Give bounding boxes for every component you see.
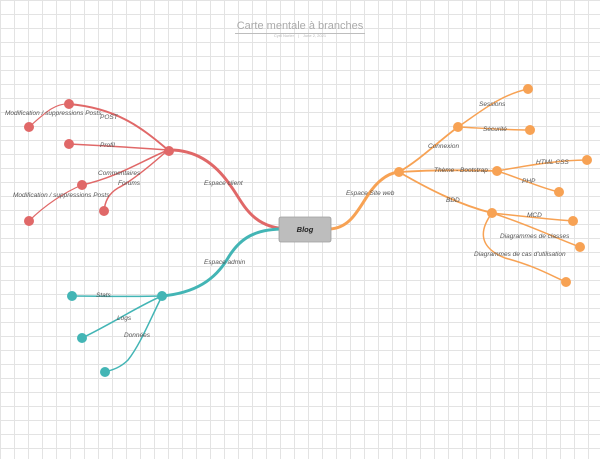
- map-title: Carte mentale à branches: [235, 20, 365, 34]
- node-bdd: [487, 208, 497, 218]
- label-connexion: Connexion: [428, 143, 459, 150]
- node-client-hub: [164, 146, 174, 156]
- node-html-css: [582, 155, 592, 165]
- edge-client-post: [68, 103, 169, 151]
- center-node[interactable]: Blog: [278, 216, 332, 243]
- node-profil: [64, 139, 74, 149]
- map-date: June 2, 2021: [302, 33, 327, 38]
- label-profil: Profil: [100, 142, 115, 149]
- label-php: PHP: [522, 178, 536, 185]
- edge-web-html: [496, 159, 588, 172]
- edge-web-bdd: [398, 171, 493, 214]
- edge-web-mcd: [491, 212, 574, 222]
- label-forums: Forums: [118, 180, 141, 187]
- label-commentaires: Commentaires: [98, 170, 141, 177]
- edge-client-commentaires: [81, 149, 169, 186]
- node-diag-cas: [561, 277, 571, 287]
- label-post-child: Modification / suppressions Posts: [5, 110, 102, 117]
- label-admin: Espace admin: [204, 259, 246, 266]
- edge-admin-donnees: [104, 295, 163, 373]
- edge-client-main: [168, 148, 292, 231]
- edge-web-theme: [398, 169, 498, 173]
- map-subtitle: Cyril Nurler|June 2, 2021: [235, 33, 365, 38]
- node-donnees: [100, 367, 110, 377]
- label-securite: Sécurité: [483, 126, 507, 133]
- branch-admin: Espace admin Stats Logs Données: [67, 227, 292, 377]
- edge-web-classes: [491, 212, 581, 248]
- node-post-child: [24, 122, 34, 132]
- center-label: Blog: [297, 225, 314, 234]
- label-diag-cas: Diagrammes de cas d'utilisation: [474, 251, 566, 258]
- node-commentaires: [77, 180, 87, 190]
- edge-web-connexion: [398, 126, 459, 173]
- label-web: Espace Site web: [346, 190, 395, 197]
- branch-client: Espace client POST Modification / suppre…: [5, 99, 292, 231]
- label-diag-classes: Diagrammes de classes: [500, 233, 570, 240]
- edge-admin-main: [160, 227, 292, 298]
- edge-client-commentaires-child: [28, 184, 83, 222]
- author-name: Cyril Nurler: [273, 33, 294, 38]
- label-post: POST: [100, 114, 119, 121]
- edge-web-php: [496, 170, 560, 193]
- node-securite: [525, 125, 535, 135]
- subtitle-separator: |: [297, 33, 299, 38]
- edge-admin-logs: [81, 295, 163, 339]
- label-bdd: BDD: [446, 197, 460, 204]
- edge-client-forums: [103, 149, 169, 212]
- label-html-css: HTML CSS: [536, 159, 569, 166]
- label-client: Espace client: [204, 180, 244, 187]
- node-admin-hub: [157, 291, 167, 301]
- edge-web-securite: [457, 126, 531, 131]
- edge-web-cas: [482, 212, 567, 283]
- label-donnees: Données: [124, 332, 151, 339]
- edge-web-main: [328, 170, 401, 231]
- node-logs: [77, 333, 87, 343]
- node-forums: [99, 206, 109, 216]
- center-node-box: [278, 216, 332, 243]
- label-stats: Stats: [96, 292, 112, 299]
- node-sessions: [523, 84, 533, 94]
- edge-web-sessions: [457, 88, 529, 128]
- label-commentaires-child: Modification / suppressions Posts: [13, 192, 110, 199]
- node-commentaires-child: [24, 216, 34, 226]
- node-connexion: [453, 122, 463, 132]
- node-stats: [67, 291, 77, 301]
- node-php: [554, 187, 564, 197]
- label-sessions: Sessions: [479, 101, 506, 108]
- label-theme: Thème - Bootstrap: [434, 167, 488, 174]
- branch-web: Espace Site web Connexion Sessions Sécur…: [328, 84, 592, 287]
- map-header: Carte mentale à branches Cyril Nurler|Ju…: [0, 0, 600, 45]
- node-web-hub: [394, 167, 404, 177]
- label-logs: Logs: [117, 315, 132, 322]
- node-diag-classes: [575, 242, 585, 252]
- edge-client-profil: [68, 143, 169, 151]
- node-mcd: [568, 216, 578, 226]
- node-post: [64, 99, 74, 109]
- node-theme: [492, 166, 502, 176]
- label-mcd: MCD: [527, 212, 542, 219]
